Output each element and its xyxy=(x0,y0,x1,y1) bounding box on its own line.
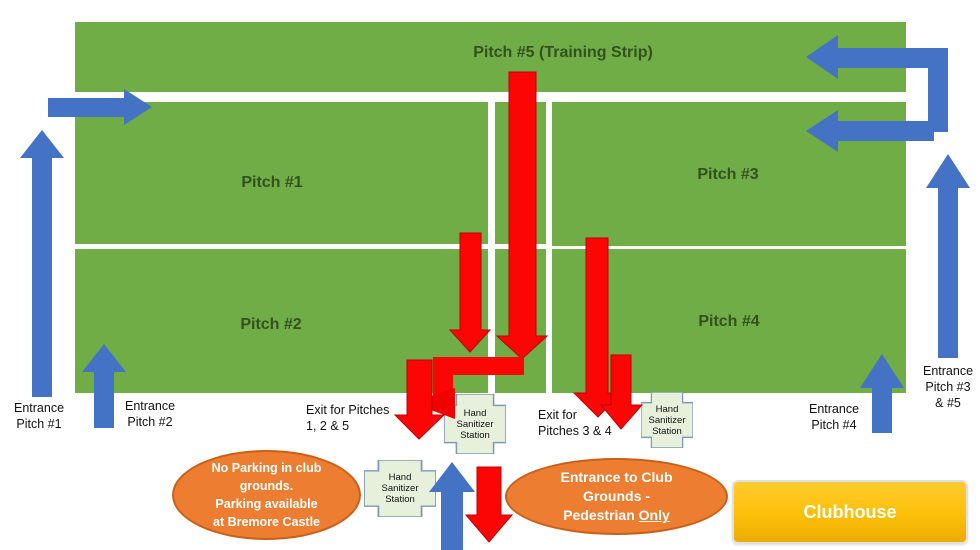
exit-pitches-1-2-5-label: Exit for Pitches 1, 2 & 5 xyxy=(306,402,389,434)
pitch4-label: Pitch #4 xyxy=(698,313,760,330)
blue-arrow-up-entrance-pitch1 xyxy=(20,130,64,397)
hand-sanitizer-station-2: Hand Sanitizer Station xyxy=(641,392,693,448)
label-line: Exit for Pitches xyxy=(306,403,390,417)
label-line: Pitch #2 xyxy=(127,415,173,429)
entrance-pitch1-label: Entrance Pitch #1 xyxy=(2,400,76,432)
note-line: grounds. xyxy=(239,479,294,493)
label-line: Pitches 3 & 4 xyxy=(538,424,612,438)
station-line: Hand xyxy=(655,403,679,415)
exit-pitches-3-4-label: Exit for Pitches 3 & 4 xyxy=(538,407,612,439)
entrance-pitch2-label: Entrance Pitch #2 xyxy=(113,398,187,430)
label-line: & #5 xyxy=(935,396,961,410)
station-line: Station xyxy=(652,425,682,437)
hand-sanitizer-station-1: Hand Sanitizer Station xyxy=(444,394,506,454)
station-line: Sanitizer xyxy=(456,418,494,430)
label-line: Entrance xyxy=(124,399,176,413)
station-line: Sanitizer xyxy=(648,414,686,426)
note-line: Pedestrian Only xyxy=(563,506,670,525)
pitch5-label: Pitch #5 (Training Strip) xyxy=(473,44,653,61)
clubhouse-label: Clubhouse xyxy=(803,501,897,522)
field-divider-horizontal-right xyxy=(546,246,906,249)
label-line: 1, 2 & 5 xyxy=(306,419,350,433)
pedestrian-entrance-note: Entrance to Club Grounds - Pedestrian On… xyxy=(505,458,728,535)
note-line: Grounds - xyxy=(583,488,650,504)
label-line: Entrance xyxy=(808,402,860,416)
label-line: Entrance xyxy=(922,364,974,378)
note-line: Entrance to Club xyxy=(560,469,673,485)
note-line: Parking available xyxy=(215,497,318,511)
note-line: No Parking in club xyxy=(211,461,322,475)
pedestrian-text: Pedestrian xyxy=(563,507,639,523)
pitch5-training-strip xyxy=(75,22,906,92)
sanitizer-cross-icon xyxy=(444,394,506,454)
station-line: Sanitizer xyxy=(381,483,419,494)
clubhouse-box: Clubhouse xyxy=(732,480,968,544)
station-line: Station xyxy=(385,494,415,505)
field-divider-horizontal-left xyxy=(75,244,546,249)
blue-arrow-up-entrance-pitch3-5 xyxy=(926,154,970,358)
note-line: at Bremore Castle xyxy=(213,515,320,529)
pitch1-label: Pitch #1 xyxy=(241,174,303,191)
label-line: Exit for xyxy=(538,408,577,422)
pitch2-label: Pitch #2 xyxy=(240,316,302,333)
only-text-underlined: Only xyxy=(638,507,670,523)
pitch3-label: Pitch #3 xyxy=(697,166,759,183)
station-line: Hand xyxy=(388,472,412,483)
entrance-pitch3-5-label: Entrance Pitch #3 & #5 xyxy=(915,363,980,411)
station-line: Hand xyxy=(463,407,487,419)
sanitizer-cross-icon xyxy=(364,460,436,517)
no-parking-note: No Parking in club grounds. Parking avai… xyxy=(172,450,361,540)
entrance-pitch4-label: Entrance Pitch #4 xyxy=(799,401,869,433)
label-line: Pitch #1 xyxy=(16,417,62,431)
hand-sanitizer-station-3: Hand Sanitizer Station xyxy=(364,460,436,517)
red-arrow-down-pedestrian-exit xyxy=(464,466,514,543)
sanitizer-cross-icon xyxy=(641,392,693,448)
label-line: Entrance xyxy=(13,401,65,415)
station-line: Station xyxy=(460,429,490,441)
label-line: Pitch #4 xyxy=(811,418,857,432)
label-line: Pitch #3 xyxy=(925,380,971,394)
